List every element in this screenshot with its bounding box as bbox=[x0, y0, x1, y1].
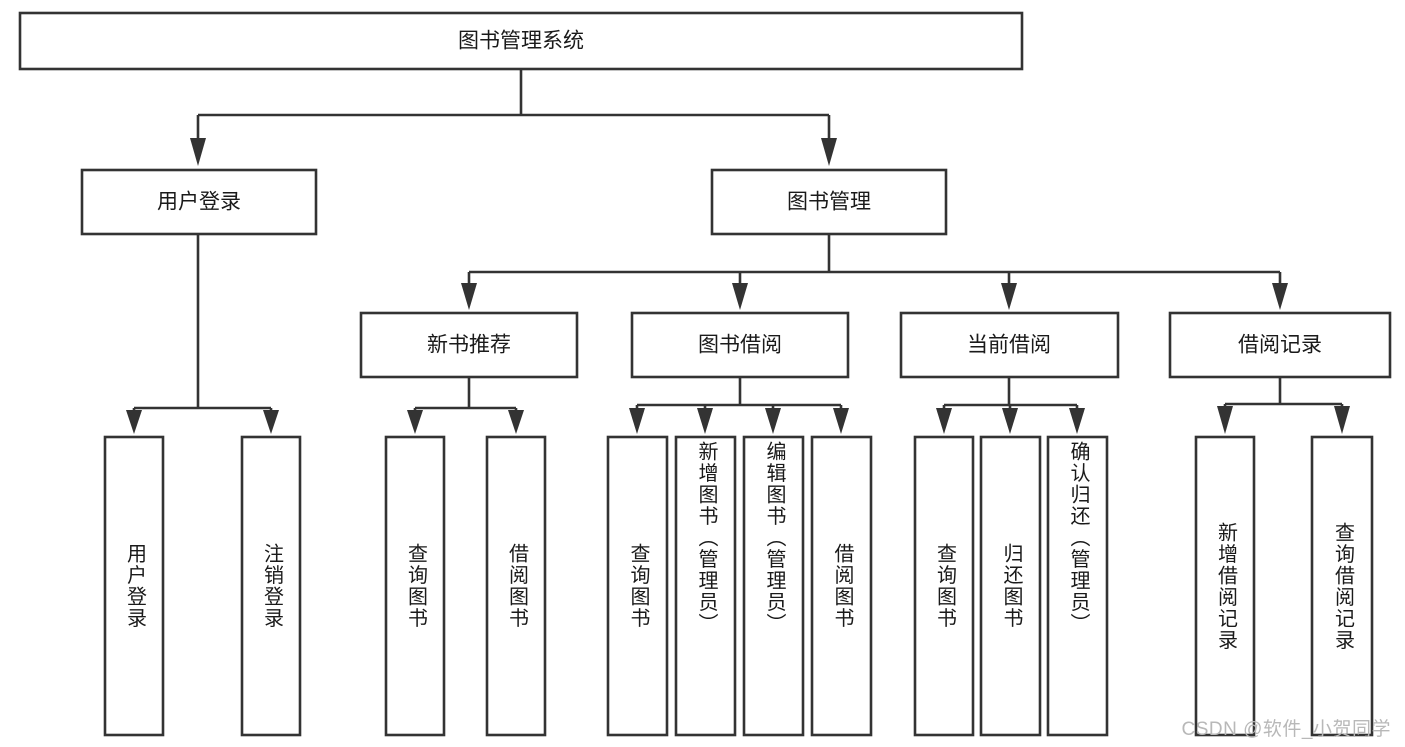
leaf-label-wrap-user-login: 用户登录 bbox=[105, 437, 163, 735]
node-book-manage[interactable] bbox=[710, 168, 948, 236]
leaf-label-rec-borrow: 借阅图书 bbox=[505, 543, 528, 629]
node-leaf-borrow-edit[interactable] bbox=[742, 435, 805, 737]
node-leaf-cur-confirm[interactable] bbox=[1046, 435, 1109, 737]
node-new-book-rec-label: 新书推荐 bbox=[427, 334, 511, 357]
leaf-label-wrap-cur-query: 查询图书 bbox=[915, 437, 973, 735]
node-user-login-label: 用户登录 bbox=[157, 191, 241, 214]
arrow-head-leaf-rec-borrow bbox=[508, 410, 524, 434]
connector-book-manage-to-level3 bbox=[461, 234, 1288, 310]
leaf-label-wrap-rec-query: 查询图书 bbox=[386, 437, 444, 735]
node-root[interactable] bbox=[18, 11, 1024, 71]
leaf-label-rec-add: 新增借阅记录 bbox=[1214, 521, 1237, 651]
node-borrow-record[interactable] bbox=[1168, 311, 1392, 379]
arrow-head-leaf-borrow-query bbox=[629, 408, 645, 434]
leaf-label-wrap-cur-confirm: 确认归还（管理员） bbox=[1048, 441, 1107, 731]
leaf-label-rec-query: 查询图书 bbox=[404, 543, 427, 629]
leaf-label-wrap-borrow-lend: 借阅图书 bbox=[812, 437, 871, 735]
arrow-head-to-current-borrow bbox=[1001, 283, 1017, 310]
leaf-label-wrap-rec-borrow: 借阅图书 bbox=[487, 437, 545, 735]
leaf-label-wrap-borrow-add: 新增图书（管理员） bbox=[676, 441, 735, 731]
node-book-borrow[interactable] bbox=[630, 311, 850, 379]
node-borrow-record-label: 借阅记录 bbox=[1238, 334, 1322, 357]
arrow-head-to-user-login bbox=[190, 138, 206, 166]
leaf-label-wrap-borrow-edit: 编辑图书（管理员） bbox=[744, 441, 803, 731]
arrow-head-leaf-rec-search bbox=[1334, 406, 1350, 434]
node-current-borrow-label: 当前借阅 bbox=[967, 334, 1051, 357]
node-user-login[interactable] bbox=[80, 168, 318, 236]
leaf-label-wrap-borrow-query: 查询图书 bbox=[608, 437, 667, 735]
connector-root-to-level2 bbox=[190, 69, 837, 166]
connector-current-borrow-to-leaves bbox=[936, 377, 1085, 434]
arrow-head-leaf-user-logout bbox=[263, 410, 279, 434]
leaf-label-borrow-lend: 借阅图书 bbox=[831, 543, 853, 629]
node-book-borrow-label: 图书借阅 bbox=[698, 334, 782, 357]
node-root-label: 图书管理系统 bbox=[458, 30, 584, 53]
leaf-label-cur-return: 归还图书 bbox=[1000, 543, 1022, 629]
arrow-head-leaf-cur-confirm bbox=[1069, 408, 1085, 434]
leaf-label-cur-confirm: 确认归还（管理员） bbox=[1067, 441, 1089, 635]
node-new-book-rec[interactable] bbox=[359, 311, 579, 379]
leaf-label-wrap-cur-return: 归还图书 bbox=[981, 437, 1040, 735]
node-leaf-cur-query[interactable] bbox=[913, 435, 975, 737]
arrow-head-to-book-manage bbox=[821, 138, 837, 166]
arrow-head-to-book-borrow bbox=[732, 283, 748, 310]
leaf-label-user-logout: 注销登录 bbox=[260, 543, 283, 629]
node-leaf-rec-add[interactable] bbox=[1194, 435, 1256, 737]
node-leaf-rec-borrow[interactable] bbox=[485, 435, 547, 737]
arrow-head-leaf-rec-query bbox=[407, 410, 423, 434]
connector-book-borrow-to-leaves bbox=[629, 377, 849, 434]
csdn-watermark: CSDN @软件_小贺同学 bbox=[1181, 719, 1391, 740]
node-leaf-borrow-lend[interactable] bbox=[810, 435, 873, 737]
leaf-label-wrap-user-logout: 注销登录 bbox=[242, 437, 300, 735]
leaf-label-wrap-rec-search: 查询借阅记录 bbox=[1312, 437, 1372, 735]
node-leaf-rec-search[interactable] bbox=[1310, 435, 1374, 737]
leaf-label-rec-search: 查询借阅记录 bbox=[1331, 521, 1354, 651]
connector-new-book-rec-to-leaves bbox=[407, 377, 524, 434]
leaf-label-wrap-rec-add: 新增借阅记录 bbox=[1196, 437, 1254, 735]
node-leaf-borrow-add[interactable] bbox=[674, 435, 737, 737]
arrow-head-leaf-rec-add bbox=[1217, 406, 1233, 434]
node-leaf-user-login[interactable] bbox=[103, 435, 165, 737]
node-leaf-cur-return[interactable] bbox=[979, 435, 1042, 737]
arrow-head-leaf-cur-return bbox=[1002, 408, 1018, 434]
node-book-manage-label: 图书管理 bbox=[787, 191, 871, 214]
node-current-borrow[interactable] bbox=[899, 311, 1120, 379]
arrow-head-leaf-borrow-lend bbox=[833, 408, 849, 434]
leaf-label-borrow-edit: 编辑图书（管理员） bbox=[763, 441, 785, 635]
node-leaf-rec-query[interactable] bbox=[384, 435, 446, 737]
connector-borrow-record-to-leaves bbox=[1217, 377, 1350, 434]
leaf-label-user-login: 用户登录 bbox=[123, 543, 146, 629]
arrow-head-leaf-cur-query bbox=[936, 408, 952, 434]
leaf-label-borrow-add: 新增图书（管理员） bbox=[695, 441, 717, 635]
arrow-head-leaf-borrow-add bbox=[697, 408, 713, 434]
leaf-label-borrow-query: 查询图书 bbox=[627, 543, 649, 629]
arrow-head-leaf-user-login bbox=[126, 410, 142, 434]
node-leaf-borrow-query[interactable] bbox=[606, 435, 669, 737]
connector-user-login-to-leaves bbox=[126, 234, 279, 434]
leaf-label-cur-query: 查询图书 bbox=[933, 543, 956, 629]
arrow-head-leaf-borrow-edit bbox=[765, 408, 781, 434]
arrow-head-to-new-book-rec bbox=[461, 283, 477, 310]
node-leaf-user-logout[interactable] bbox=[240, 435, 302, 737]
arrow-head-to-borrow-record bbox=[1272, 283, 1288, 310]
